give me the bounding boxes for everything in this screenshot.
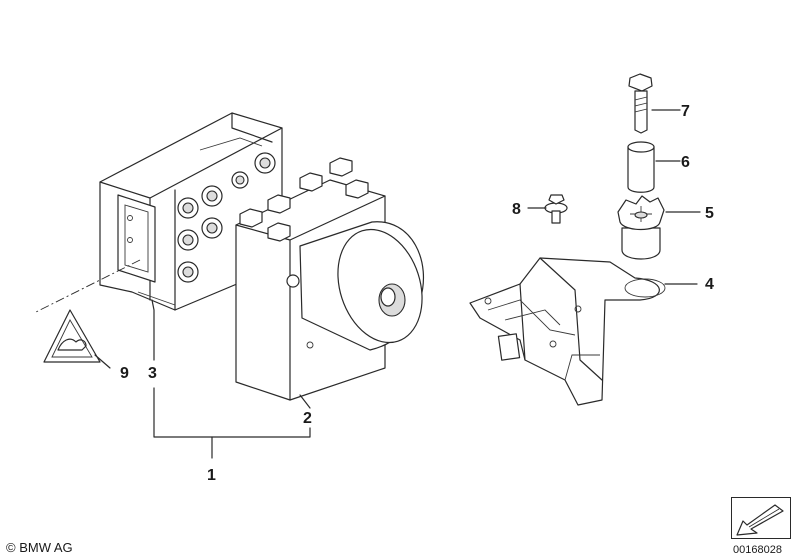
callout-2: 2 [303,410,312,427]
part-8-small-bolt [544,194,568,224]
callout-labels: 1 2 3 4 5 6 7 8 9 [120,103,714,484]
callout-3: 3 [148,365,157,382]
callout-9: 9 [120,365,129,382]
callout-4: 4 [705,276,714,293]
part-5-rubber-mount [617,195,665,260]
callout-6: 6 [681,154,690,171]
part-9-warning-label [35,259,141,363]
part-7-hex-bolt [628,73,653,134]
copyright-text: © BMW AG [6,540,73,555]
hex-caps [239,157,369,242]
callout-5: 5 [705,205,714,222]
callout-8: 8 [512,201,521,218]
image-number: 00168028 [733,544,782,556]
leader-lines [94,109,701,459]
part-2-pump-motor [235,157,424,401]
corner-arrow-icon [731,497,791,539]
part-4-bracket [469,257,666,406]
callout-1: 1 [207,467,216,484]
part-6-sleeve [627,141,655,193]
callout-7: 7 [681,103,690,120]
